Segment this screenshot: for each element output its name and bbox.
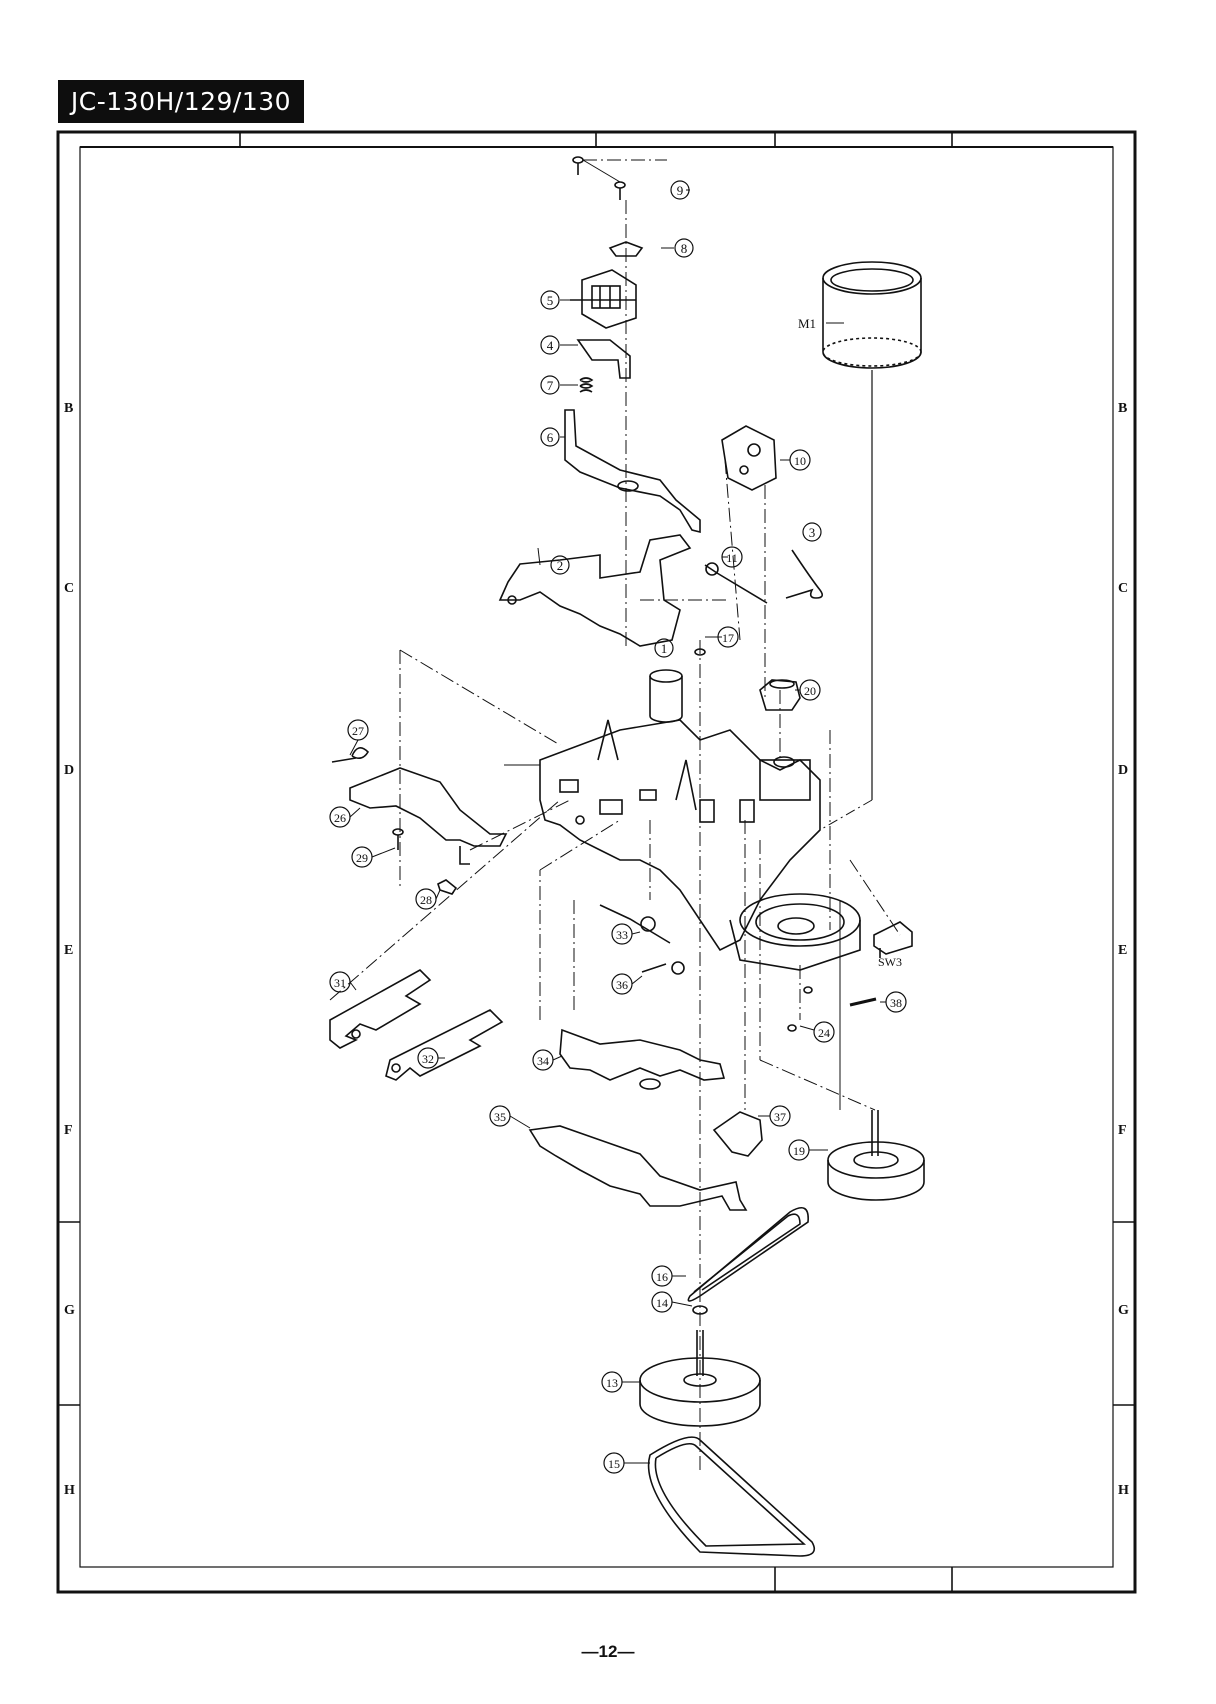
screw-part-24 (804, 987, 812, 993)
slide-plate-part-35 (530, 1126, 746, 1210)
belt-part-16 (694, 1214, 800, 1292)
callout-label: 3 (809, 525, 816, 540)
callout-label: 27 (352, 724, 364, 738)
belt-part-15 (649, 1437, 815, 1556)
callout-label: 14 (656, 1296, 668, 1310)
grid-row-letter: B (64, 401, 73, 416)
lever-part-6 (565, 410, 700, 532)
motor-label: M1 (798, 316, 816, 331)
spring-part-36 (672, 962, 684, 974)
bracket-part-26 (350, 768, 506, 846)
switch-label: SW3 (878, 955, 902, 969)
grid-letters-right: B C D E F G H (1118, 401, 1129, 1498)
callout-label: 38 (890, 996, 902, 1010)
callout-label: 9 (677, 183, 684, 198)
spring-part-11 (705, 565, 767, 603)
callout-label: 31 (334, 976, 346, 990)
grid-row-letter: H (1118, 1483, 1129, 1498)
screw-part-29 (393, 829, 403, 850)
screw-part-24 (788, 1025, 796, 1031)
screw-part-38 (850, 999, 876, 1005)
grid-row-letter: D (64, 763, 74, 778)
callout-label: 19 (793, 1144, 805, 1158)
callout-label: 28 (420, 893, 432, 907)
slot-hole (640, 1079, 660, 1089)
lever-part-37 (714, 1112, 762, 1156)
screw-part-9 (573, 157, 625, 200)
mount-hole (352, 1030, 360, 1038)
motor-m1 (823, 262, 921, 368)
grid-row-letter: G (64, 1303, 75, 1318)
grid-row-letter: F (1118, 1123, 1127, 1138)
grid-letters-left: B C D E F G H (64, 401, 75, 1498)
callout-label: 13 (606, 1376, 618, 1390)
callout-label: 37 (774, 1110, 786, 1124)
callout-label: 8 (681, 241, 688, 256)
callout-label: 4 (547, 338, 554, 353)
callout-label: 1 (661, 641, 668, 656)
callout-label: 33 (616, 928, 628, 942)
callout-label: 34 (537, 1054, 549, 1068)
callout-label: 36 (616, 978, 628, 992)
callout-label: 7 (547, 378, 554, 393)
grid-row-letter: E (64, 943, 73, 958)
main-chassis-part-1 (540, 720, 820, 950)
callout-label: 17 (722, 631, 734, 645)
base-plate-part-2 (500, 535, 690, 646)
callout-label: 16 (656, 1270, 668, 1284)
callout-label: 29 (356, 851, 368, 865)
clip-part-28 (438, 880, 456, 894)
spring-part-33 (600, 905, 670, 943)
callout-label: 6 (547, 430, 554, 445)
grid-row-letter: C (64, 581, 74, 596)
callout-label: 24 (818, 1026, 830, 1040)
grid-row-letter: D (1118, 763, 1128, 778)
callout-label: 35 (494, 1110, 506, 1124)
roller-cylinder (650, 670, 682, 722)
flywheel-part-19 (828, 1110, 924, 1200)
bracket-part-4 (578, 340, 630, 378)
mount-hole (392, 1064, 400, 1072)
spring-part-36 (642, 964, 666, 972)
callout-label: 15 (608, 1457, 620, 1471)
plate-part-34 (560, 1030, 724, 1080)
plate-part-32 (386, 1010, 502, 1080)
motor-lead (820, 800, 872, 830)
belt-part-15 (655, 1444, 804, 1546)
callout-label: 26 (334, 811, 346, 825)
callout-label: 32 (422, 1052, 434, 1066)
spring-part-3 (786, 550, 822, 598)
callout-label: 20 (804, 684, 816, 698)
grid-row-letter: B (1118, 401, 1127, 416)
callout-label: 5 (547, 293, 554, 308)
drawing-frame (58, 132, 1135, 1592)
page-number: —12— (0, 1642, 1216, 1662)
bracket-part-26 (460, 846, 470, 864)
grid-row-letter: E (1118, 943, 1127, 958)
callout-label: 11 (726, 551, 738, 565)
callout-label: 10 (794, 454, 806, 468)
grid-row-letter: G (1118, 1303, 1129, 1318)
grid-row-letter: F (64, 1123, 73, 1138)
grid-row-letter: H (64, 1483, 75, 1498)
spring-part-7 (580, 378, 592, 392)
callout-label: 2 (557, 558, 564, 573)
guide-part-10 (722, 426, 776, 490)
switch-sw3 (874, 922, 912, 958)
grid-row-letter: C (1118, 581, 1128, 596)
